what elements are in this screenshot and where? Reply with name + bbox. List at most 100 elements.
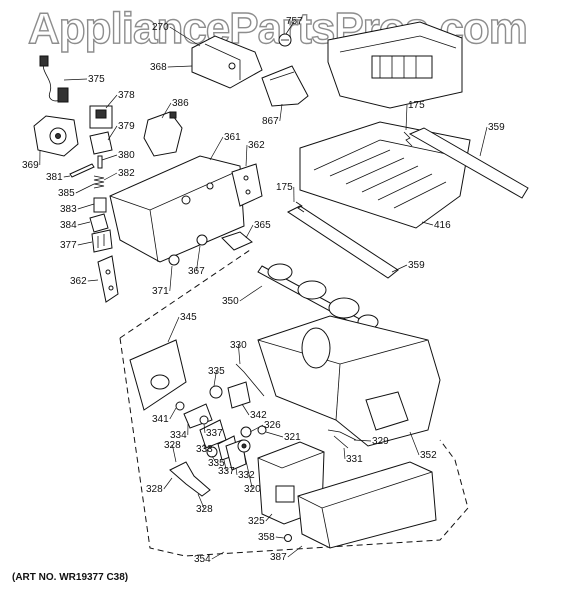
callout-377: 377 <box>60 240 93 251</box>
part-175-spring-lower[interactable] <box>295 201 305 213</box>
leader-line <box>169 265 173 292</box>
part-number-label: 337 <box>206 428 223 439</box>
part-number-label: 359 <box>408 260 425 271</box>
part-number-label: 328 <box>196 504 213 515</box>
leader-line <box>479 126 488 157</box>
leader-line <box>391 264 408 273</box>
part-331-rod[interactable] <box>333 435 349 449</box>
part-330-lever[interactable] <box>235 363 265 397</box>
part-number-label: 384 <box>60 220 77 231</box>
part-378-solenoid[interactable] <box>89 105 113 129</box>
leader-line <box>203 423 206 434</box>
part-341-washer[interactable] <box>175 401 185 411</box>
part-345-side-panel[interactable] <box>129 339 187 411</box>
part-326-washer[interactable] <box>240 426 252 438</box>
leader-line <box>421 221 434 226</box>
leader-line <box>101 154 118 161</box>
leader-line <box>161 102 172 119</box>
leader-line <box>107 125 118 141</box>
callout-326: 326 <box>249 420 281 433</box>
part-362-plate-upper[interactable] <box>231 163 263 207</box>
part-416-ice-tray[interactable] <box>299 121 471 229</box>
part-359-rail-upper[interactable] <box>408 127 529 199</box>
callout-369: 369 <box>22 149 41 171</box>
part-359-rail-lower[interactable] <box>287 205 399 279</box>
callout-381: 381 <box>46 172 71 183</box>
part-175-spring-upper[interactable] <box>403 131 413 147</box>
part-number-label: 371 <box>152 286 169 297</box>
part-382-spring[interactable] <box>93 175 105 189</box>
callout-361: 361 <box>209 132 241 161</box>
part-384-bracket[interactable] <box>89 213 109 233</box>
callout-378: 378 <box>105 90 135 109</box>
leader-line <box>243 451 253 490</box>
part-number-label: 385 <box>58 188 75 199</box>
callout-375: 375 <box>63 74 105 85</box>
part-350-auger[interactable] <box>257 263 381 337</box>
part-365-clip[interactable] <box>221 231 253 251</box>
callout-335b: 335 <box>208 455 225 469</box>
part-381-rod[interactable] <box>69 163 95 178</box>
part-335-cam-upper[interactable] <box>209 385 223 399</box>
part-number-label: 382 <box>118 168 135 179</box>
callout-342: 342 <box>241 403 267 421</box>
callout-350: 350 <box>222 285 263 307</box>
part-342-bracket[interactable] <box>227 381 251 409</box>
part-361-motor-housing[interactable] <box>109 155 245 263</box>
leader-line <box>77 221 91 226</box>
part-number-label: 333 <box>196 444 213 455</box>
callout-341: 341 <box>152 407 177 425</box>
part-number-label: 175 <box>408 100 425 111</box>
callout-325: 325 <box>248 513 273 527</box>
part-757-screw[interactable] <box>278 33 292 47</box>
leader-line <box>405 104 408 131</box>
part-383-plunger[interactable] <box>93 197 107 213</box>
part-375-wire-harness[interactable] <box>39 55 69 103</box>
part-number-label: 365 <box>254 220 271 231</box>
leader-line <box>211 551 225 560</box>
part-321-ring[interactable] <box>257 425 267 435</box>
part-367-bushing[interactable] <box>196 234 208 246</box>
part-number-label: 335 <box>208 458 225 469</box>
part-369-motor[interactable] <box>33 115 79 157</box>
part-386-cover[interactable] <box>143 111 183 157</box>
part-358-screw[interactable] <box>284 534 292 542</box>
part-number-label: 416 <box>434 220 451 231</box>
part-number-label: 386 <box>172 98 189 109</box>
part-number-label: 342 <box>250 410 267 421</box>
part-387-dispenser-cover[interactable] <box>297 461 437 549</box>
callout-334: 334 <box>170 423 189 441</box>
callout-383: 383 <box>60 203 95 215</box>
part-number-label: 378 <box>118 90 135 101</box>
callout-337b: 337 <box>218 459 235 477</box>
callout-329: 329 <box>353 436 389 447</box>
part-number-label: 379 <box>118 121 135 132</box>
leader-line <box>87 279 99 282</box>
part-379-block[interactable] <box>89 131 113 155</box>
art-number: (ART NO. WR19377 C38) <box>12 572 129 583</box>
part-368-mounting-bracket[interactable] <box>191 35 263 89</box>
part-335-cam-lower[interactable] <box>206 446 218 458</box>
part-number-label: 375 <box>88 74 105 85</box>
ice-maker-assembly[interactable] <box>327 21 463 109</box>
part-867-cup[interactable] <box>261 65 309 107</box>
callout-362b: 362 <box>70 276 99 287</box>
part-number-label: 341 <box>152 414 169 425</box>
part-number-label: 328 <box>164 440 181 451</box>
leader-line <box>409 431 420 456</box>
part-328-linkage[interactable] <box>169 461 211 497</box>
part-380-pin[interactable] <box>97 155 103 169</box>
part-352-ice-bucket[interactable] <box>257 315 441 447</box>
leader-line <box>275 536 285 539</box>
leader-line <box>238 344 241 365</box>
callout-384: 384 <box>60 220 91 231</box>
callout-335a: 335 <box>208 366 225 387</box>
callout-354: 354 <box>194 551 225 565</box>
part-number-label: 320 <box>244 484 261 495</box>
part-362-plate-lower[interactable] <box>97 255 119 303</box>
part-329-rod[interactable] <box>327 429 357 441</box>
callout-757: 757 <box>285 16 303 35</box>
part-371-bushing[interactable] <box>168 254 180 266</box>
part-377-bracket[interactable] <box>91 229 113 253</box>
